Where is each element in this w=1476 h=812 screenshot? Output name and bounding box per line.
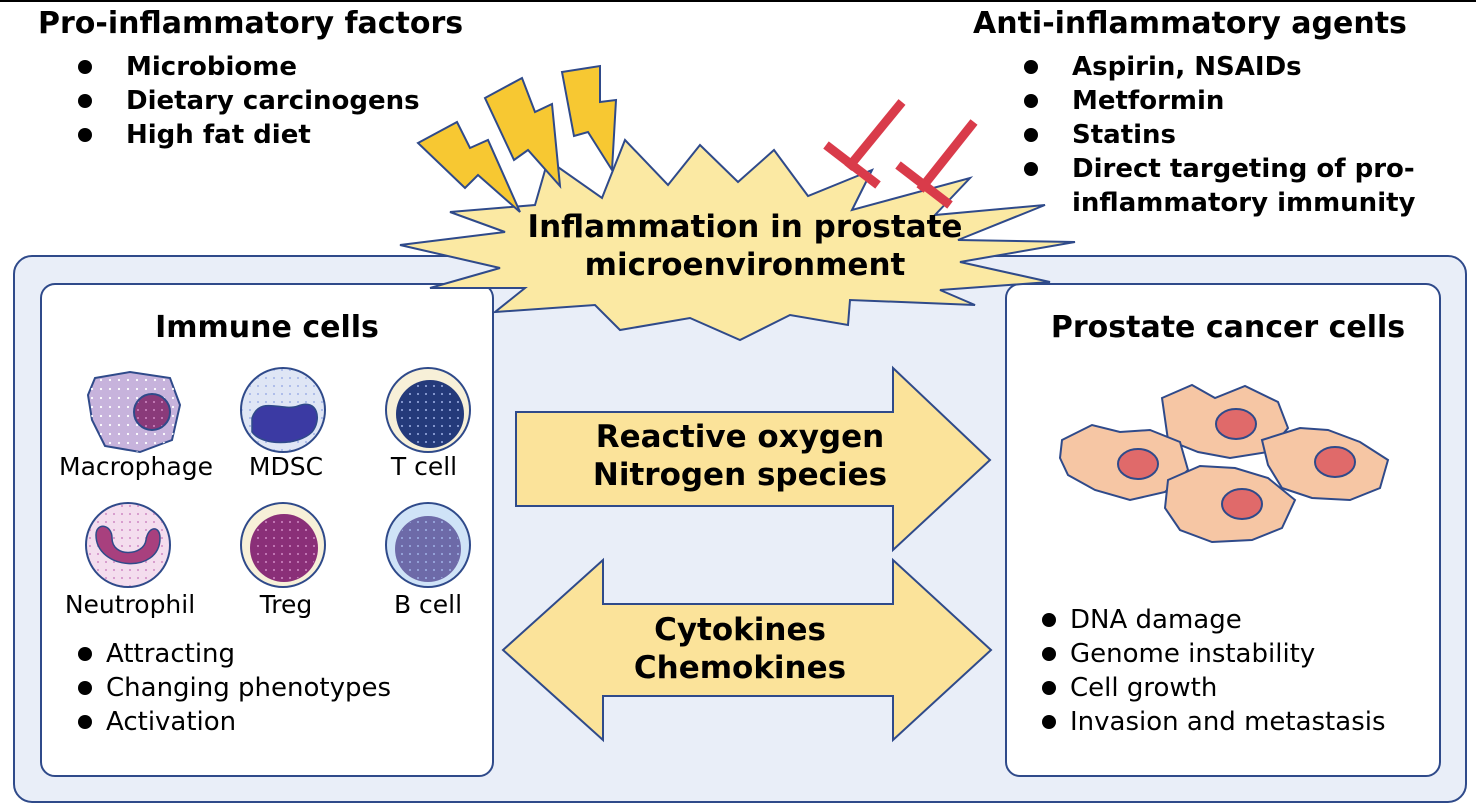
list-item: Dietary carcinogens <box>74 84 420 118</box>
lightning-icon-3 <box>560 64 618 174</box>
anti-inflammatory-title: Anti-inflammatory agents <box>973 6 1407 41</box>
pro-inflammatory-list: Microbiome Dietary carcinogens High fat … <box>74 50 420 152</box>
ros-line1: Reactive oxygen <box>595 419 885 455</box>
ros-label: Reactive oxygen Nitrogen species <box>540 418 940 494</box>
pro-inflammatory-title: Pro-inflammatory factors <box>38 6 464 41</box>
list-item: Metformin <box>1020 84 1415 118</box>
lightning-icon-2 <box>483 76 562 189</box>
list-item: Microbiome <box>74 50 420 84</box>
treg-label: Treg <box>259 590 313 619</box>
list-item: Invasion and metastasis <box>1040 705 1386 739</box>
immune-cells-title: Immune cells <box>155 310 379 345</box>
list-item: Activation <box>76 705 391 739</box>
lightning-icon-1 <box>416 120 521 213</box>
inflammation-line1: Inflammation in prostate <box>527 209 963 245</box>
b-cell-icon <box>385 502 471 588</box>
inhibition-icon-1 <box>823 99 906 189</box>
neutrophil-label: Neutrophil <box>64 590 196 619</box>
list-item: Direct targeting of pro- <box>1020 152 1415 186</box>
inflammation-line2: microenvironment <box>584 247 906 283</box>
t-cell-label: T cell <box>390 452 458 481</box>
cancer-cells-title: Prostate cancer cells <box>1050 310 1406 345</box>
anti-inflammatory-list: Aspirin, NSAIDs Metformin Statins Direct… <box>1020 50 1415 186</box>
inflammation-label: Inflammation in prostate microenvironmen… <box>500 208 990 284</box>
cytokine-double-arrow <box>501 557 993 743</box>
immune-effects-list: Attracting Changing phenotypes Activatio… <box>76 637 391 739</box>
ros-line2: Nitrogen species <box>592 457 888 493</box>
cancer-cell-cluster <box>1058 383 1390 544</box>
list-item: High fat diet <box>74 118 420 152</box>
cancer-effects-list: DNA damage Genome instability Cell growt… <box>1040 603 1386 739</box>
mdsc-icon <box>240 367 326 453</box>
macrophage-icon <box>86 370 182 454</box>
macrophage-label: Macrophage <box>59 452 213 481</box>
mdsc-label: MDSC <box>248 452 324 481</box>
list-item: Attracting <box>76 637 391 671</box>
b-cell-label: B cell <box>393 590 463 619</box>
inflammation-burst <box>399 138 1076 342</box>
ros-arrow <box>515 365 992 553</box>
neutrophil-icon <box>85 502 171 588</box>
treg-icon <box>240 502 326 588</box>
cytokine-line2: Chemokines <box>633 650 847 686</box>
list-item-continued: inflammatory immunity <box>1072 188 1416 218</box>
list-item: Genome instability <box>1040 637 1386 671</box>
list-item: Statins <box>1020 118 1415 152</box>
list-item: DNA damage <box>1040 603 1386 637</box>
cytokine-label: Cytokines Chemokines <box>540 611 940 687</box>
list-item: Aspirin, NSAIDs <box>1020 50 1415 84</box>
list-item: Changing phenotypes <box>76 671 391 705</box>
list-item: Cell growth <box>1040 671 1386 705</box>
inhibition-icon-2 <box>895 119 978 209</box>
t-cell-icon <box>385 367 471 453</box>
cytokine-line1: Cytokines <box>654 612 826 648</box>
